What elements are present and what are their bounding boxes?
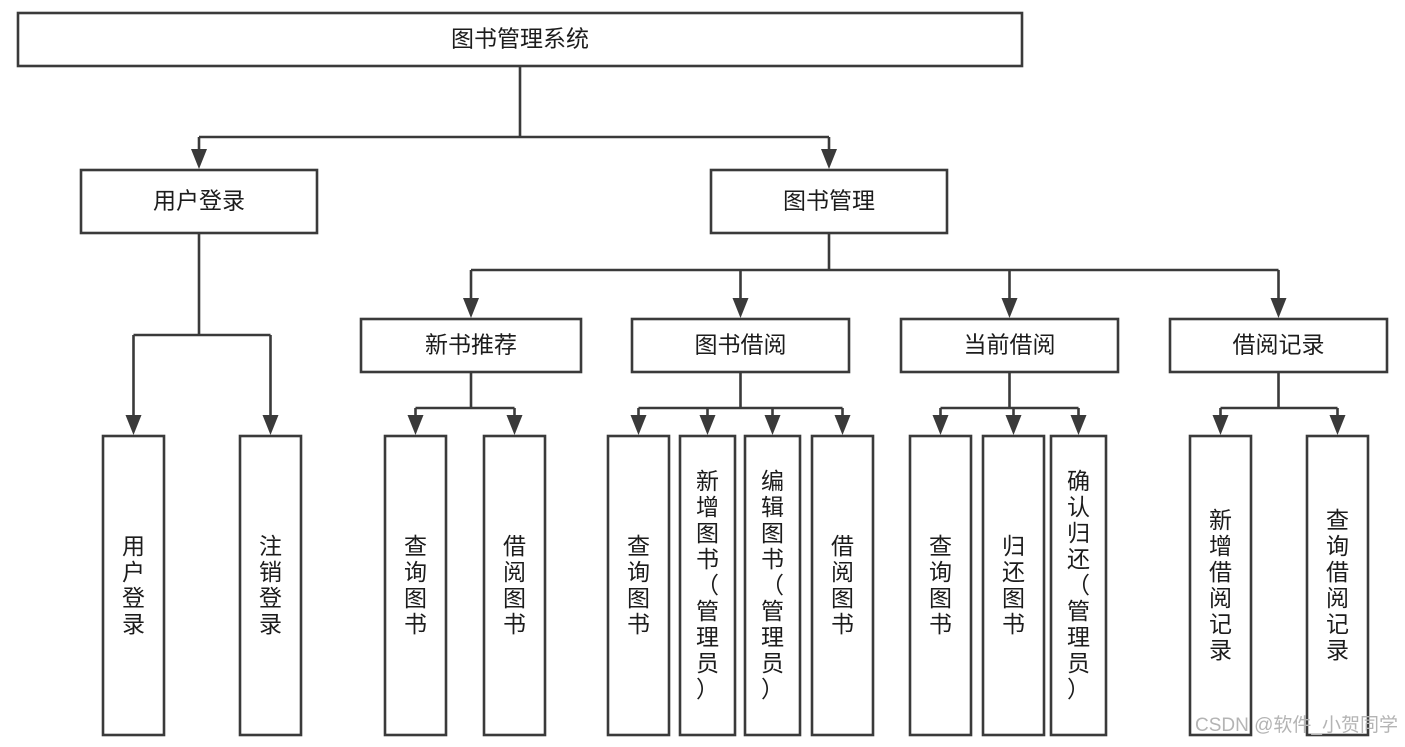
node-label-leaf-query-record: 查询借阅记录: [1326, 507, 1349, 663]
node-box-book-borrow: [630, 317, 851, 374]
arrow-to-leaf-query-record: [1329, 415, 1346, 435]
node-book-manage[interactable]: 图书管理: [709, 168, 949, 235]
arrow-to-current-borrow: [1001, 298, 1018, 318]
arrow-to-leaf-logout: [262, 415, 279, 435]
node-box-current-borrow: [899, 317, 1120, 374]
arrow-to-new-book-recommend: [463, 298, 479, 318]
arrow-to-book-borrow: [732, 298, 749, 318]
node-box-leaf-add-book: [678, 434, 737, 737]
arrow-to-leaf-add-book: [699, 415, 716, 435]
arrow-to-leaf-query-book-bb: [630, 415, 647, 435]
node-box-leaf-edit-book: [743, 434, 802, 737]
node-label-leaf-logout: 注销登录: [259, 533, 282, 637]
node-label-leaf-add-book: 新增图书（管理员）: [696, 468, 719, 702]
arrow-to-leaf-user-login: [125, 415, 142, 435]
node-new-book-recommend[interactable]: 新书推荐: [359, 317, 583, 374]
node-label-leaf-borrow-book-nbr: 借阅图书: [503, 533, 526, 637]
connector-layer: [125, 66, 1346, 435]
csdn-watermark: CSDN @软件_小贺同学: [1195, 714, 1398, 736]
node-box-leaf-borrow-book-bb: [810, 434, 875, 737]
node-leaf-query-book-nbr[interactable]: 查询图书: [383, 434, 448, 737]
arrow-to-leaf-query-book-nbr: [407, 415, 424, 435]
node-box-book-manage: [709, 168, 949, 235]
node-box-leaf-confirm-return: [1049, 434, 1108, 737]
arrow-to-leaf-confirm-return: [1070, 415, 1087, 435]
node-box-leaf-query-book-bb: [606, 434, 671, 737]
node-label-book-manage: 图书管理: [783, 188, 875, 214]
node-label-book-borrow: 图书借阅: [695, 332, 787, 358]
node-box-leaf-add-record: [1188, 434, 1253, 737]
node-leaf-borrow-book-nbr[interactable]: 借阅图书: [482, 434, 547, 737]
node-label-leaf-query-book-nbr: 查询图书: [404, 533, 427, 637]
node-leaf-edit-book[interactable]: 编辑图书（管理员）: [743, 434, 802, 737]
arrow-to-leaf-edit-book: [764, 415, 781, 435]
node-box-leaf-return-book: [981, 434, 1046, 737]
node-leaf-add-book[interactable]: 新增图书（管理员）: [678, 434, 737, 737]
node-label-leaf-add-record: 新增借阅记录: [1209, 507, 1232, 663]
node-root[interactable]: 图书管理系统: [16, 11, 1024, 68]
node-box-root: [16, 11, 1024, 68]
node-label-leaf-query-book-bb: 查询图书: [627, 533, 650, 637]
arrow-to-leaf-borrow-book-nbr: [506, 415, 523, 435]
node-borrow-record[interactable]: 借阅记录: [1168, 317, 1389, 374]
node-leaf-add-record[interactable]: 新增借阅记录: [1188, 434, 1253, 737]
node-label-leaf-query-book-cb: 查询图书: [929, 533, 952, 637]
arrow-to-borrow-record: [1270, 298, 1287, 318]
node-label-current-borrow: 当前借阅: [964, 332, 1056, 358]
node-leaf-confirm-return[interactable]: 确认归还（管理员）: [1049, 434, 1108, 737]
node-label-leaf-return-book: 归还图书: [1002, 533, 1025, 637]
arrow-to-leaf-borrow-book-bb: [834, 415, 851, 435]
node-label-root: 图书管理系统: [451, 26, 589, 52]
node-box-leaf-borrow-book-nbr: [482, 434, 547, 737]
node-label-borrow-record: 借阅记录: [1233, 332, 1325, 358]
node-user-login[interactable]: 用户登录: [79, 168, 319, 235]
node-box-borrow-record: [1168, 317, 1389, 374]
node-book-borrow[interactable]: 图书借阅: [630, 317, 851, 374]
node-layer: 图书管理系统用户登录图书管理新书推荐图书借阅当前借阅借阅记录用户登录注销登录查询…: [16, 11, 1389, 737]
node-box-leaf-user-login: [101, 434, 166, 737]
node-box-new-book-recommend: [359, 317, 583, 374]
node-leaf-borrow-book-bb[interactable]: 借阅图书: [810, 434, 875, 737]
node-box-leaf-query-book-cb: [908, 434, 973, 737]
node-label-leaf-confirm-return: 确认归还（管理员）: [1067, 468, 1090, 702]
arrow-to-book-manage: [821, 149, 837, 169]
node-leaf-query-book-cb[interactable]: 查询图书: [908, 434, 973, 737]
node-box-leaf-query-record: [1305, 434, 1370, 737]
node-label-new-book-recommend: 新书推荐: [425, 332, 517, 358]
node-label-leaf-edit-book: 编辑图书（管理员）: [761, 468, 784, 702]
node-leaf-user-login[interactable]: 用户登录: [101, 434, 166, 737]
arrow-to-user-login: [191, 149, 207, 169]
node-leaf-logout[interactable]: 注销登录: [238, 434, 303, 737]
node-leaf-query-book-bb[interactable]: 查询图书: [606, 434, 671, 737]
arrow-to-leaf-add-record: [1212, 415, 1229, 435]
node-label-leaf-user-login: 用户登录: [122, 533, 145, 637]
node-box-leaf-logout: [238, 434, 303, 737]
node-current-borrow[interactable]: 当前借阅: [899, 317, 1120, 374]
arrow-to-leaf-query-book-cb: [932, 415, 949, 435]
node-leaf-return-book[interactable]: 归还图书: [981, 434, 1046, 737]
node-leaf-query-record[interactable]: 查询借阅记录: [1305, 434, 1370, 737]
node-label-user-login: 用户登录: [153, 188, 245, 214]
node-box-leaf-query-book-nbr: [383, 434, 448, 737]
node-box-user-login: [79, 168, 319, 235]
arrow-to-leaf-return-book: [1005, 415, 1022, 435]
node-label-leaf-borrow-book-bb: 借阅图书: [831, 533, 854, 637]
